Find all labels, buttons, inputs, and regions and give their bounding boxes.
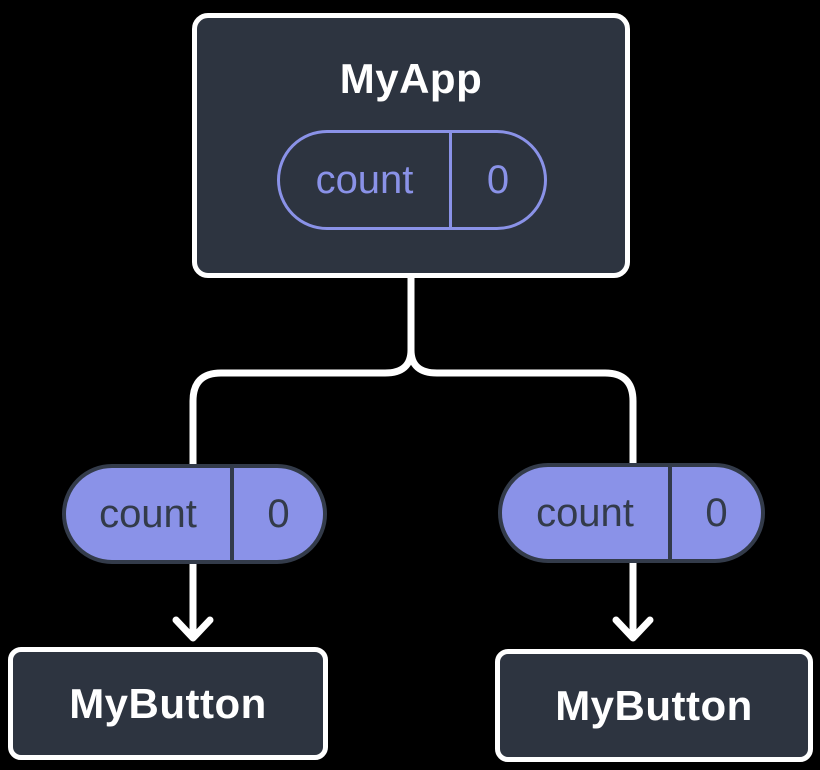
child-component-title: MyButton [555,681,753,729]
root-state-pill: count 0 [277,130,547,230]
child-component-card-left: MyButton [8,647,328,760]
connector-branch-left [189,346,415,640]
prop-value-cell: 0 [705,491,728,535]
prop-name-cell: count [502,467,672,559]
connector-branch-right [407,346,637,640]
root-component-title: MyApp [339,55,483,102]
prop-pill-left: count 0 [62,464,327,564]
prop-name-cell: count [66,468,234,560]
child-component-title: MyButton [69,679,267,727]
state-name-cell: count [280,133,452,227]
arrow-down-icon-left [172,616,214,642]
state-value-cell: 0 [486,158,510,202]
prop-pill-right: count 0 [498,463,765,563]
arrow-down-icon-right [612,616,654,642]
prop-value-cell: 0 [267,492,290,536]
child-component-card-right: MyButton [495,649,813,762]
root-component-card: MyApp [192,13,630,278]
